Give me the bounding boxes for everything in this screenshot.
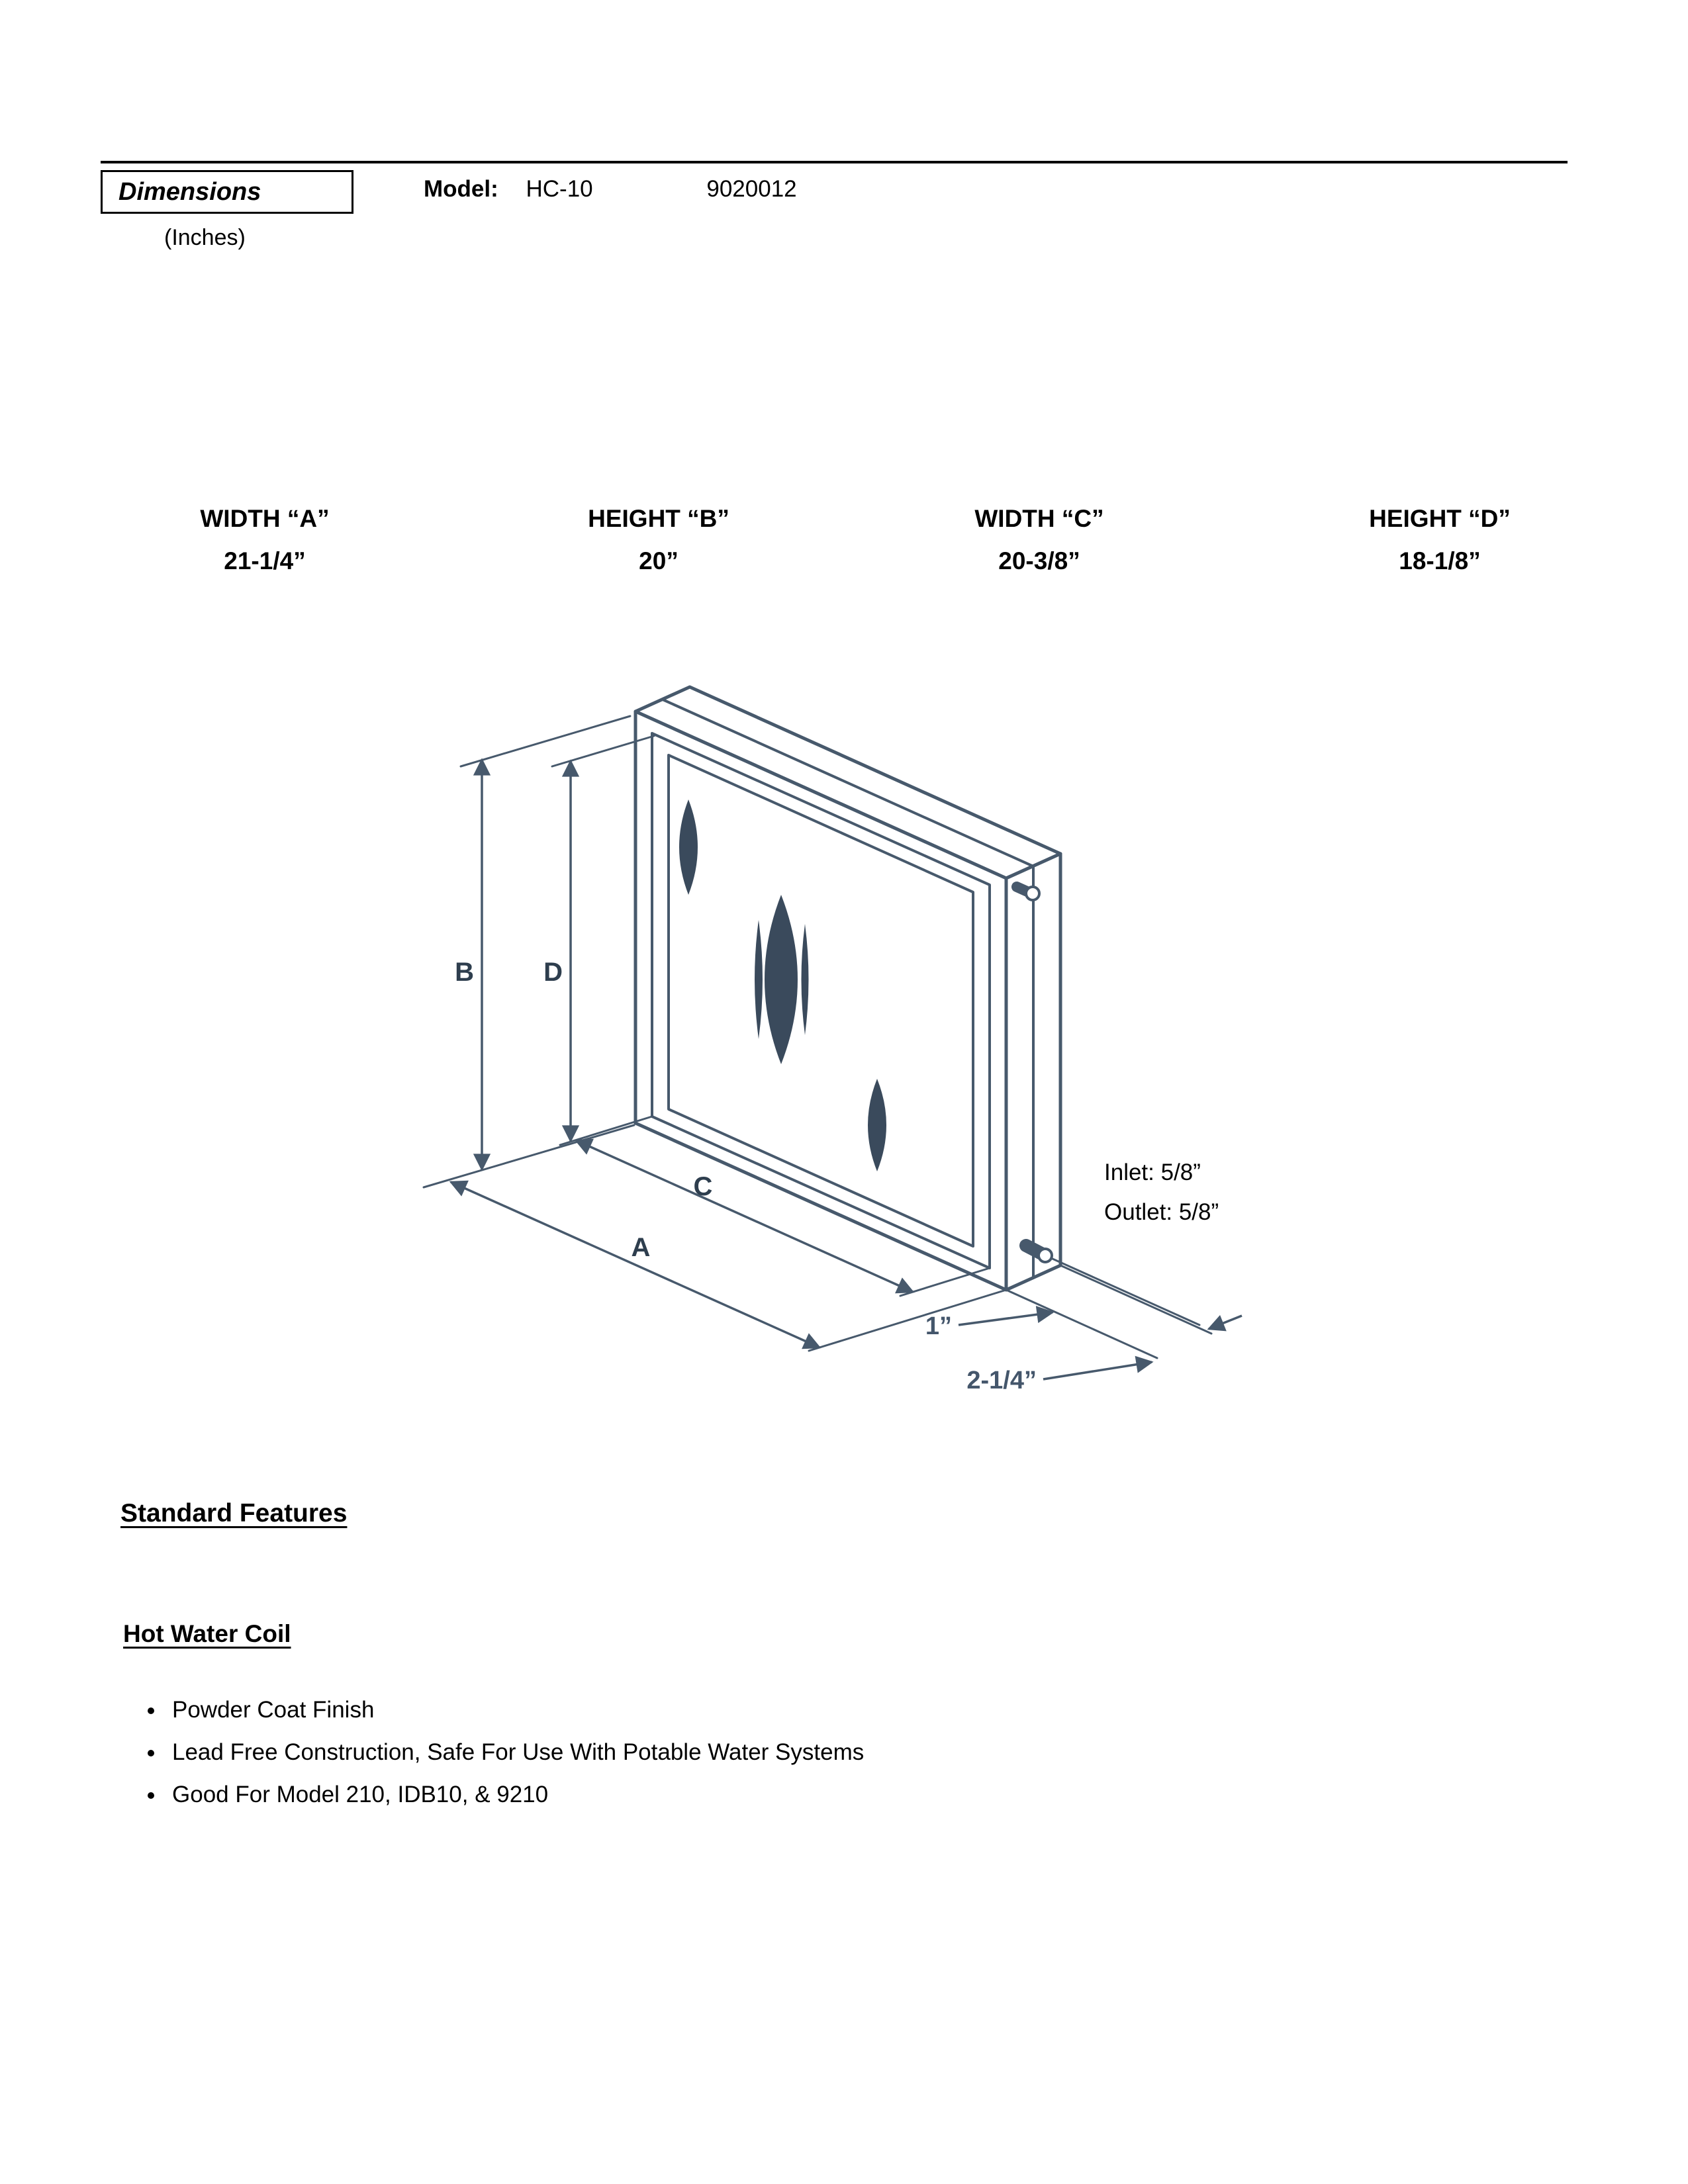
header-rule [101, 161, 1568, 163]
outlet-stub-end [1037, 1248, 1053, 1263]
ext-c-right [899, 1267, 991, 1297]
dim-label-depth-core: 1” [925, 1312, 952, 1340]
model-value: HC-10 [526, 176, 593, 202]
outlet-size: Outlet: 5/8” [1104, 1199, 1219, 1225]
ext-depth-stub [1051, 1257, 1201, 1326]
dimension-width-c-value: 20-3/8” [998, 547, 1080, 574]
inlet-size: Inlet: 5/8” [1104, 1160, 1201, 1185]
standard-features-heading: Standard Features [120, 1499, 348, 1527]
dimension-width-c-label: WIDTH “C” [974, 505, 1104, 532]
dimension-lines [449, 758, 1243, 1381]
model-line: Model: HC-10 9020012 [424, 176, 797, 203]
isometric-coil-drawing: B D C A 1” 2-1/4” [422, 685, 1243, 1394]
shade-streak-left [755, 920, 763, 1039]
coil-face-shading [679, 799, 886, 1171]
dimensions-title-box: Dimensions [101, 170, 353, 214]
dimension-height-b: HEIGHT “B” 20” [588, 498, 729, 582]
feature-item: Good For Model 210, IDB10, & 9210 [165, 1774, 864, 1816]
ext-bottom-left [422, 1124, 635, 1189]
shade-blob-1 [679, 799, 698, 895]
leader-depth-core [958, 1306, 1055, 1326]
dimension-width-a-label: WIDTH “A” [200, 505, 330, 532]
ext-a-right [808, 1289, 1008, 1352]
feature-item: Lead Free Construction, Safe For Use Wit… [165, 1731, 864, 1774]
dimension-width-c: WIDTH “C” 20-3/8” [974, 498, 1103, 582]
ext-depth-back [1059, 1264, 1213, 1335]
shade-blob-2 [765, 895, 798, 1064]
dimensions-title: Dimensions [118, 177, 261, 206]
dim-label-c: C [694, 1172, 713, 1201]
feature-item: Powder Coat Finish [165, 1689, 864, 1731]
dim-label-b: B [455, 958, 474, 987]
dimension-height-d: HEIGHT “D” 18-1/8” [1369, 498, 1511, 582]
hot-water-coil-heading: Hot Water Coil [123, 1620, 291, 1647]
dimension-height-b-label: HEIGHT “B” [588, 505, 729, 532]
units-label: (Inches) [164, 225, 246, 250]
dimension-height-b-value: 20” [639, 547, 679, 574]
dim-label-d: D [543, 958, 563, 987]
coil-frame-inner-2 [667, 754, 974, 1248]
dim-label-a: A [632, 1233, 651, 1262]
dimension-height-d-value: 18-1/8” [1399, 547, 1481, 574]
ext-d-bottom [559, 1115, 653, 1146]
feature-list: Powder Coat Finish Lead Free Constructio… [138, 1689, 864, 1816]
dimension-width-a: WIDTH “A” 21-1/4” [200, 498, 329, 582]
part-number: 9020012 [706, 176, 797, 202]
inlet-outlet-note: Inlet: 5/8” Outlet: 5/8” [1104, 1153, 1219, 1232]
dimension-line-a [449, 1180, 821, 1349]
dim-label-depth-overall: 2-1/4” [966, 1367, 1037, 1394]
coil-panel-lines [661, 698, 1035, 1279]
coil-front-face [633, 709, 1008, 1292]
arrow-depth-far [1207, 1314, 1243, 1332]
ext-depth-front [1005, 1289, 1158, 1359]
model-label: Model: [424, 176, 498, 202]
leader-depth-overall [1043, 1355, 1154, 1381]
dimension-width-a-value: 21-1/4” [224, 547, 306, 574]
ext-b-top [459, 715, 632, 768]
shade-streak-right [801, 924, 809, 1035]
inlet-stub-end [1025, 886, 1041, 901]
dimension-height-d-label: HEIGHT “D” [1369, 505, 1511, 532]
pipe-stubs [1011, 882, 1053, 1263]
